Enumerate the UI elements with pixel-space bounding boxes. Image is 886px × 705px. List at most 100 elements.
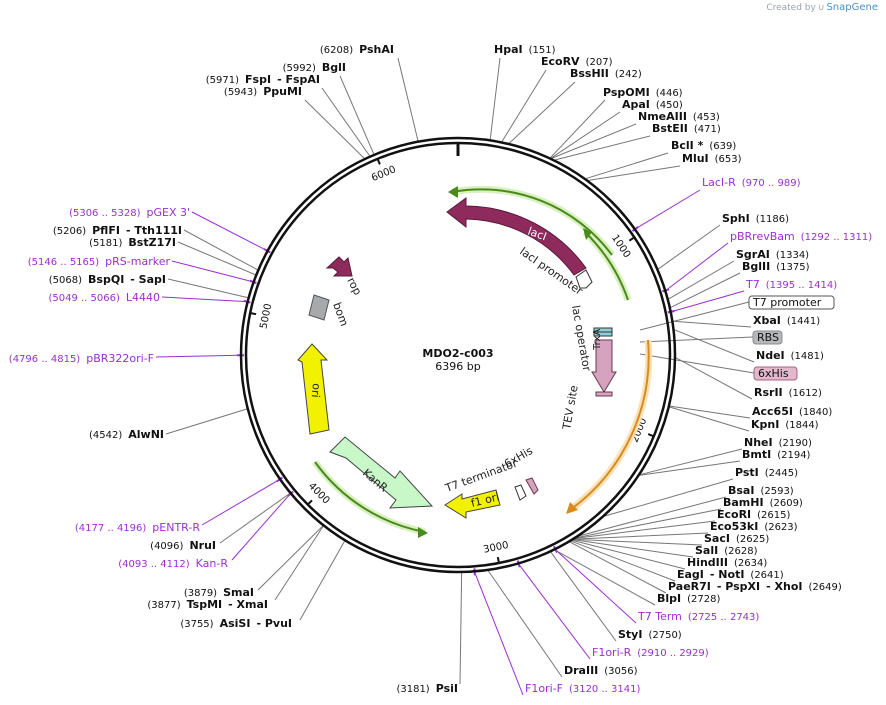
site-label-part: (2190) [779, 438, 812, 449]
site-label-alwni[interactable]: (4542)AlwNI [89, 428, 164, 441]
site-label-psti[interactable]: PstI(2445) [735, 466, 798, 479]
site-label-sali[interactable]: SalI(2628) [695, 544, 758, 557]
site-label-hpai[interactable]: HpaI(151) [494, 43, 556, 56]
feature-lacI[interactable] [446, 197, 587, 276]
feature-bom[interactable] [308, 294, 330, 321]
feature-TEV-site[interactable] [595, 391, 613, 397]
site-label-pbrrevbam[interactable]: pBRrevBam(1292 .. 1311) [730, 230, 872, 243]
leader-line-t7 [671, 290, 745, 313]
site-label-part: pBR322ori-F [86, 352, 154, 365]
feature-KanR[interactable] [329, 436, 434, 509]
leader-line-blpi [554, 549, 656, 606]
site-label-mlui[interactable]: MluI(653) [682, 152, 742, 165]
feature-f1-ori[interactable] [444, 489, 501, 519]
site-label-rsrii[interactable]: RsrII(1612) [754, 386, 822, 399]
site-label-bsshii[interactable]: BssHII(242) [570, 67, 642, 80]
boxed-label-sixhis[interactable]: 6xHis [758, 367, 789, 380]
site-label-eco53ki[interactable]: Eco53kI(2623) [710, 520, 798, 533]
site-label-ppumi[interactable]: (5943)PpuMI [224, 85, 302, 98]
site-label-xmai[interactable]: (3877)TspMI- XmaI [147, 598, 268, 611]
site-label-bmti[interactable]: BmtI(2194) [742, 448, 811, 461]
site-label-ecorv[interactable]: EcoRV(207) [541, 55, 613, 68]
leader-line-sixhis [639, 353, 755, 374]
site-label-bstz17i[interactable]: (5181)BstZ17I [89, 236, 176, 249]
site-label-bsai[interactable]: BsaI(2593) [728, 484, 794, 497]
site-label-kpni[interactable]: KpnI(1844) [751, 418, 819, 431]
leader-lines [155, 57, 755, 696]
leader-line-smai [257, 525, 324, 591]
site-label-nrui[interactable]: (4096)NruI [150, 539, 216, 552]
site-label-pshai[interactable]: (6208)PshAI [320, 43, 394, 56]
site-label-eagi[interactable]: EagI- NotI(2641) [677, 568, 784, 581]
site-label-pspomi[interactable]: PspOMI(446) [603, 86, 683, 99]
site-label-part: (5049 .. 5066) [48, 293, 120, 304]
site-label-pentrr[interactable]: (4177 .. 4196)pENTR-R [75, 521, 200, 534]
site-label-l4440[interactable]: (5049 .. 5066)L4440 [48, 291, 160, 304]
boxed-label-t7promoter[interactable]: T7 promoter [752, 296, 822, 309]
site-label-bgli[interactable]: (5992)BglI [283, 61, 346, 74]
site-label-part: (1441) [787, 316, 820, 327]
leader-line-pbr322ori [155, 354, 241, 358]
site-label-part: BlpI [657, 592, 681, 605]
site-label-paer7i[interactable]: PaeR7I- PspXI- XhoI(2649) [668, 580, 842, 593]
site-label-part: (2725 .. 2743) [688, 612, 760, 623]
site-label-ecori[interactable]: EcoRI(2615) [717, 508, 791, 521]
site-label-pvui[interactable]: (3755)AsiSI- PvuI [180, 617, 292, 630]
site-label-kanr[interactable]: (4093 .. 4112)Kan-R [118, 557, 228, 570]
feature-ori[interactable] [297, 343, 330, 435]
boxed-label-rbs[interactable]: RBS [757, 331, 779, 344]
site-label-bcli[interactable]: BclI *(639) [671, 139, 736, 152]
site-label-nmeaiii[interactable]: NmeAIII(453) [638, 110, 720, 123]
site-label-prsmarker[interactable]: (5146 .. 5165)pRS-marker [28, 255, 171, 268]
site-label-part: - PvuI [256, 617, 292, 630]
site-label-styi[interactable]: StyI(2750) [618, 628, 682, 641]
site-label-xbai[interactable]: XbaI(1441) [753, 314, 820, 327]
site-label-acc65i[interactable]: Acc65I(1840) [752, 405, 832, 418]
site-label-part: (3056) [604, 666, 637, 677]
site-label-t7term[interactable]: T7 Term(2725 .. 2743) [637, 610, 759, 623]
site-label-smai[interactable]: (3879)SmaI [184, 586, 254, 599]
site-label-sgrai[interactable]: SgrAI(1334) [736, 248, 809, 261]
site-label-lacir[interactable]: LacI-R(970 .. 989) [702, 176, 801, 189]
site-label-draiii[interactable]: DraIII(3056) [564, 664, 638, 677]
site-label-bsteii[interactable]: BstEII(471) [652, 122, 721, 135]
site-label-part: (2641) [750, 570, 783, 581]
site-label-part: SalI [695, 544, 718, 557]
site-label-pgex3[interactable]: (5306 .. 5328)pGEX 3' [69, 206, 190, 219]
site-label-part: NmeAIII [638, 110, 687, 123]
site-label-part: (2194) [777, 450, 810, 461]
site-label-sapi[interactable]: (5068)BspQI- SapI [49, 273, 166, 286]
site-label-bglii[interactable]: BglII(1375) [742, 260, 810, 273]
leader-line-psti [604, 478, 734, 517]
site-label-f1orir[interactable]: F1ori-R(2910 .. 2929) [592, 646, 709, 659]
site-label-part: (3879) [184, 588, 217, 599]
leader-line-kpni [669, 406, 750, 432]
site-label-part: NruI [189, 539, 216, 552]
site-label-psii[interactable]: (3181)PsiI [396, 682, 458, 695]
site-label-tth111i[interactable]: (5206)PflFI- Tth111I [53, 224, 182, 237]
site-label-ndei[interactable]: NdeI(1481) [756, 349, 824, 362]
feature-rop[interactable] [325, 256, 353, 277]
site-label-hindiii[interactable]: HindIII(2634) [687, 556, 767, 569]
site-label-part: (2728) [687, 594, 720, 605]
feature-TrxA[interactable] [591, 339, 617, 393]
site-label-blpi[interactable]: BlpI (2728) [657, 592, 720, 605]
feature-6xHis[interactable] [525, 477, 539, 495]
leader-line-draiii [487, 570, 563, 678]
leader-line-pbrrevbam [665, 242, 729, 291]
leader-line-saci [574, 538, 703, 546]
site-label-bamhi[interactable]: BamHI(2609) [723, 496, 803, 509]
feature-lacI-promoter[interactable] [575, 269, 593, 289]
leader-line-pentrr [201, 479, 280, 526]
site-label-t7[interactable]: T7(1395 .. 1414) [745, 278, 837, 291]
site-label-f1orif[interactable]: F1ori-F(3120 .. 3141) [525, 682, 640, 695]
feature-T7-terminator[interactable] [514, 484, 527, 501]
site-label-apai[interactable]: ApaI(450) [622, 98, 683, 111]
site-label-sphi[interactable]: SphI(1186) [722, 212, 789, 225]
site-label-nhei[interactable]: NheI(2190) [744, 436, 812, 449]
site-label-fspai[interactable]: (5971)FspI- FspAI [206, 73, 320, 86]
site-label-part: (5181) [89, 238, 122, 249]
site-label-pbr322ori[interactable]: (4796 .. 4815)pBR322ori-F [9, 352, 154, 365]
site-label-saci[interactable]: SacI(2625) [704, 532, 769, 545]
leader-line-ndei [674, 329, 755, 363]
